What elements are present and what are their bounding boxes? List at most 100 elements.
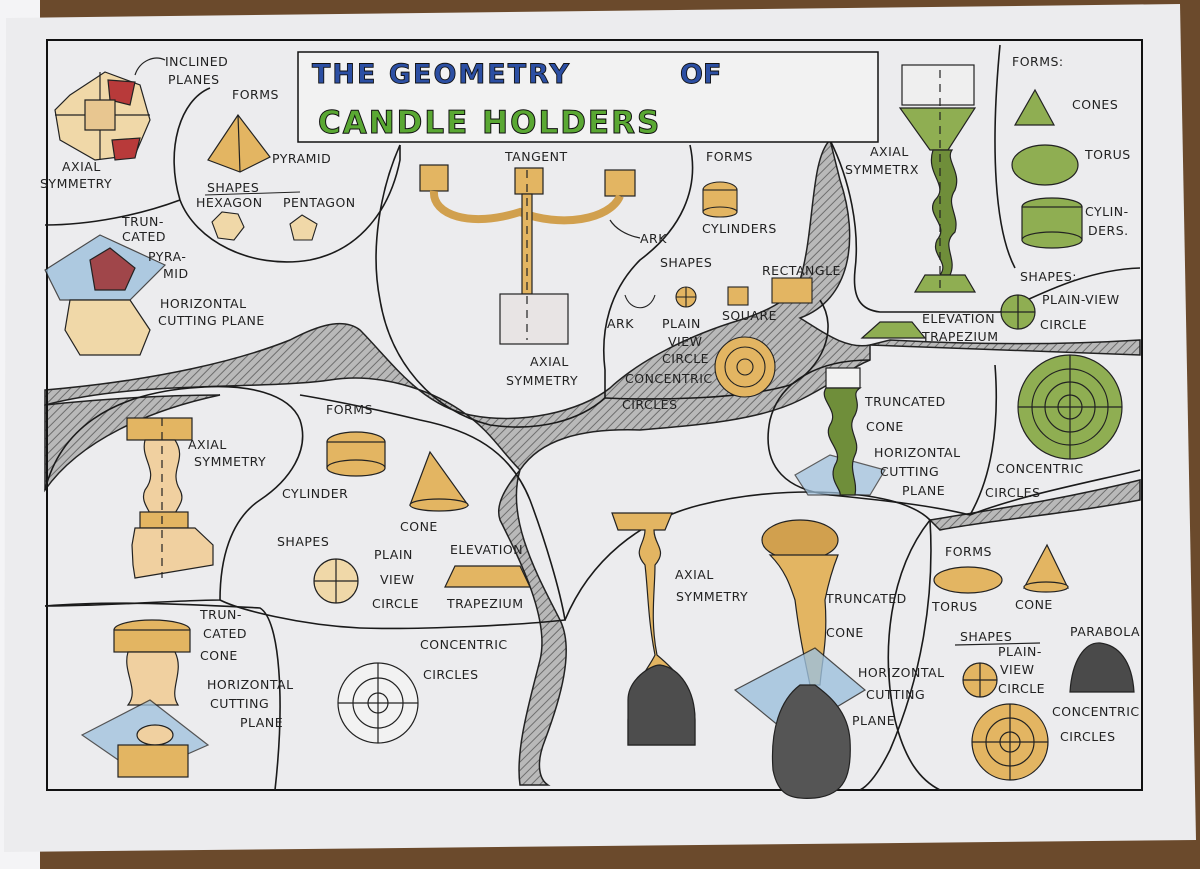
label-hexagon: HEXAGON	[196, 195, 263, 210]
label-circle-5: CIRCLE	[662, 351, 710, 366]
label-rectangle: RECTANGLE	[762, 263, 841, 278]
label-concentric-7: CONCENTRIC	[996, 461, 1084, 476]
label-forms-6: FORMS:	[1012, 54, 1064, 69]
label-shapes-9: SHAPES	[277, 534, 330, 549]
shapes-underline	[204, 191, 301, 196]
label-ark-5: ARK	[607, 316, 634, 331]
label-forms-9: FORMS	[326, 402, 373, 417]
arrow-ark	[609, 219, 641, 239]
label-circles-10: CIRCLES	[423, 667, 479, 682]
label-view-5: VIEW	[668, 334, 703, 349]
label-concentric-10: CONCENTRIC	[420, 637, 508, 652]
panel7-drawing	[794, 354, 1123, 496]
label-circles-7: CIRCLES	[985, 485, 1041, 500]
label-axial-8: AXIAL	[188, 437, 227, 452]
label-view-9: VIEW	[380, 572, 415, 587]
label-axial-11: AXIAL	[675, 567, 714, 582]
label-shapes-6: SHAPES:	[1020, 269, 1077, 284]
label-axial-4: AXIAL	[530, 354, 569, 369]
truncated-octahedron-drawing	[54, 71, 151, 161]
baluster-drawing	[126, 417, 214, 579]
label-cylinder: CYLINDER	[282, 486, 349, 501]
label-concentric-12: CONCENTRIC	[1052, 704, 1140, 719]
panel5-shapes	[624, 181, 813, 398]
label-cated-10: CATED	[203, 626, 247, 641]
label-plane-11: PLANE	[852, 713, 896, 728]
label-plain-9: PLAIN	[374, 547, 413, 562]
title-line1: THE GEOMETRY	[312, 59, 571, 90]
label-mid: MID	[163, 266, 189, 281]
label-cylin: CYLIN-	[1085, 204, 1129, 219]
label-pyramid: PYRAMID	[272, 151, 332, 166]
label-axial-1: AXIAL	[62, 159, 101, 174]
label-planes: PLANES	[168, 72, 220, 87]
label-plain-view-6: PLAIN-VIEW	[1042, 292, 1120, 307]
label-torus-6: TORUS	[1085, 147, 1131, 162]
label-plane-10: PLANE	[240, 715, 284, 730]
panel12-drawing	[933, 543, 1135, 781]
title-box	[297, 51, 879, 143]
label-circle-6: CIRCLE	[1040, 317, 1088, 332]
label-trun-3: TRUN-	[122, 214, 164, 229]
label-truncated-11: TRUNCATED	[826, 591, 907, 606]
label-symmetrx: SYMMETRX	[845, 162, 919, 177]
pentagon-shape	[289, 214, 318, 241]
label-cones: CONES	[1072, 97, 1119, 112]
label-axial-6: AXIAL	[870, 144, 909, 159]
label-truncated-7: TRUNCATED	[865, 394, 946, 409]
label-horizontal-7: HORIZONTAL	[874, 445, 961, 460]
label-cone-12: CONE	[1015, 597, 1053, 612]
panel11-drawing	[611, 512, 867, 799]
label-cutting-10: CUTTING	[210, 696, 270, 711]
hatched-paths	[44, 138, 1141, 786]
pyramid-drawing	[207, 113, 271, 173]
panel9-drawing	[313, 431, 531, 604]
label-forms-5: FORMS	[706, 149, 753, 164]
label-forms-2: FORMS	[232, 87, 279, 102]
label-parabola: PARABOLA	[1070, 624, 1141, 639]
title-line2: CANDLE HOLDERS	[318, 105, 661, 141]
label-horizontal-11: HORIZONTAL	[858, 665, 945, 680]
label-square: SQUARE	[722, 308, 778, 323]
label-ark-4: ARK	[640, 231, 667, 246]
label-plane-7: PLANE	[902, 483, 946, 498]
label-symmetry-4: SYMMETRY	[506, 373, 579, 388]
label-cutting-3: CUTTING PLANE	[158, 313, 265, 328]
label-cone-9: CONE	[400, 519, 438, 534]
label-horizontal-10: HORIZONTAL	[207, 677, 294, 692]
label-pyra: PYRA-	[148, 249, 187, 264]
label-view-12: VIEW	[1000, 662, 1035, 677]
label-plain-5: PLAIN	[662, 316, 701, 331]
label-shapes-12: SHAPES	[960, 629, 1013, 644]
label-shapes-2: SHAPES	[207, 180, 260, 195]
green-goblet-drawing	[860, 64, 1083, 339]
label-trapezium-9: TRAPEZIUM	[447, 596, 524, 611]
label-cone-11: CONE	[826, 625, 864, 640]
label-forms-12: FORMS	[945, 544, 992, 559]
label-inclined: INCLINED	[165, 54, 229, 69]
label-elevation-6: ELEVATION	[922, 311, 996, 326]
label-cutting-7: CUTTING	[880, 464, 940, 479]
label-symmetry-1: SYMMETRY	[40, 176, 113, 191]
candelabra-drawing	[419, 164, 636, 345]
label-shapes-5: SHAPES	[660, 255, 713, 270]
label-elevation-9: ELEVATION	[450, 542, 524, 557]
label-horizontal-3: HORIZONTAL	[160, 296, 247, 311]
label-cone-7: CONE	[866, 419, 904, 434]
label-circle-9: CIRCLE	[372, 596, 420, 611]
label-cated-3: CATED	[122, 229, 166, 244]
label-cone-10: CONE	[200, 648, 238, 663]
label-cylinders: CYLINDERS	[702, 221, 777, 236]
label-ders: DERS.	[1088, 223, 1129, 238]
label-symmetry-11: SYMMETRY	[676, 589, 749, 604]
label-plain-12: PLAIN-	[998, 644, 1042, 659]
hexagon-shape	[211, 211, 245, 241]
page-border	[46, 39, 1143, 791]
panel10-drawing	[80, 619, 419, 778]
label-concentric-5: CONCENTRIC	[625, 371, 713, 386]
label-torus-12: TORUS	[932, 599, 978, 614]
label-trun-10: TRUN-	[200, 607, 242, 622]
arrow-inclined	[134, 57, 166, 76]
label-cutting-11: CUTTING	[866, 687, 926, 702]
